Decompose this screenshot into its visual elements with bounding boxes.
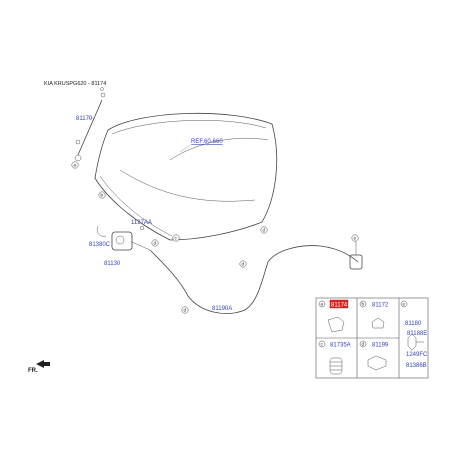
svg-text:c: c: [321, 342, 324, 347]
callout-c-main: c: [172, 234, 180, 242]
svg-text:d: d: [154, 241, 157, 246]
label-ref: REF.60-660: [191, 139, 223, 145]
callout-d-cable-2: d: [239, 260, 247, 268]
parts-table: [315, 297, 429, 379]
svg-text:a: a: [74, 163, 77, 168]
svg-text:d: d: [362, 342, 365, 347]
label-1249FC: 1249FC: [406, 352, 428, 358]
diagram-title: KIA KRUSPG620 - 81174: [44, 81, 106, 87]
table-cell-b: b 81172: [359, 300, 389, 329]
label-81172: 81172: [372, 303, 389, 309]
table-cell-d: d 81199: [359, 340, 389, 371]
label-81130: 81130: [104, 261, 121, 267]
callout-d-cable-1: d: [260, 226, 268, 234]
callout-d-cable-3: d: [181, 306, 189, 314]
label-81380C: 81380C: [89, 242, 111, 248]
label-81180: 81180: [405, 321, 422, 327]
label-81170: 81170: [76, 116, 93, 122]
label-81190A: 81190A: [212, 306, 232, 312]
svg-text:d: d: [242, 262, 245, 267]
label-81174: 81174: [331, 303, 348, 309]
callout-b-main: b: [98, 191, 106, 199]
label-81188E: 81188E: [407, 331, 427, 337]
callout-a-main: a: [71, 161, 79, 169]
svg-text:e: e: [354, 236, 357, 241]
svg-text:d: d: [184, 308, 187, 313]
label-81735A: 81735A: [330, 343, 351, 349]
front-direction-marker: FR.: [28, 360, 50, 374]
hood-panel: [94, 112, 278, 241]
table-cell-a: a 81174: [318, 299, 349, 333]
label-81386B: 81386B: [406, 363, 427, 369]
svg-text:d: d: [263, 228, 266, 233]
callout-e-main: e: [351, 234, 359, 242]
label-81199: 81199: [372, 343, 389, 349]
svg-text:e: e: [403, 302, 406, 307]
table-cell-c: c 81735A: [318, 340, 351, 375]
table-cell-e: e 81180 81188E 1249FC 81386B: [400, 300, 428, 369]
svg-text:b: b: [101, 193, 104, 198]
label-1127AA: 1127AA: [131, 220, 152, 226]
hood-latch: [96, 225, 151, 251]
svg-text:c: c: [175, 236, 178, 241]
callout-d-main: d: [151, 239, 159, 247]
svg-text:a: a: [321, 302, 324, 307]
front-label: FR.: [28, 368, 38, 374]
svg-text:b: b: [362, 302, 365, 307]
hood-stay-rod: [74, 87, 106, 162]
